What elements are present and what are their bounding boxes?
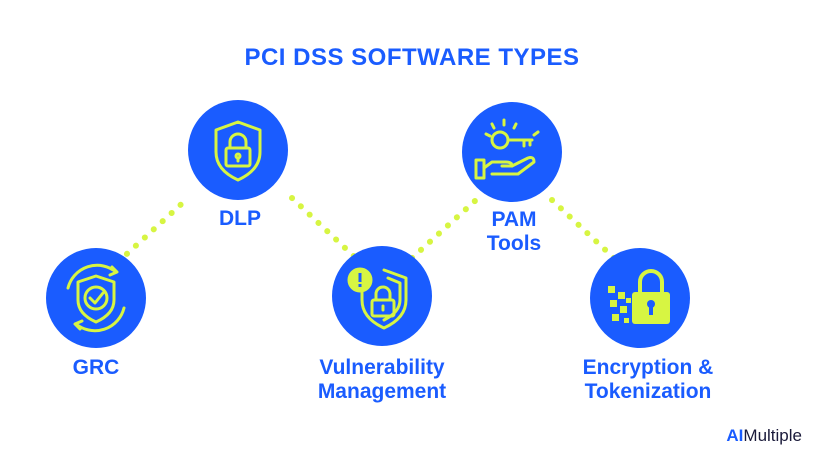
label-encryption-tokenization: Encryption & Tokenization (560, 356, 736, 404)
diagram-title: PCI DSS SOFTWARE TYPES (244, 44, 580, 71)
node-pam-tools (462, 102, 562, 202)
label-grc: GRC (66, 356, 126, 380)
node-encryption-tokenization (590, 248, 690, 348)
node-vulnerability-management (332, 246, 432, 346)
shield-check-icon (66, 263, 126, 333)
node-dlp (188, 100, 288, 200)
connector-grc-dlp (115, 195, 191, 265)
label-pam-line1: PAM (491, 208, 537, 231)
connector-pam-encryption (549, 197, 617, 261)
shield-warning-lock-icon (347, 267, 408, 330)
brand-logo: AIMultiple (726, 426, 802, 446)
connector-dlp-vuln (289, 195, 363, 265)
shield-lock-icon (214, 120, 262, 182)
label-vulnerability-management: Vulnerability Management (292, 356, 472, 404)
brand-prefix: AI (726, 426, 744, 445)
connector-vuln-pam (409, 197, 479, 261)
label-vulnerability-line2: Management (317, 380, 447, 403)
key-hand-icon (474, 118, 540, 180)
label-pam-tools: PAM Tools (470, 208, 558, 256)
label-encryption-line1: Encryption & (582, 356, 714, 379)
label-dlp: DLP (200, 207, 280, 231)
pixel-lock-icon (608, 269, 670, 324)
label-dlp-text: DLP (219, 207, 261, 230)
label-vulnerability-line1: Vulnerability (319, 356, 445, 379)
brand-suffix: Multiple (743, 426, 802, 445)
label-grc-text: GRC (72, 356, 120, 379)
node-grc (46, 248, 146, 348)
label-pam-line2: Tools (486, 232, 542, 255)
label-encryption-line2: Tokenization (584, 380, 712, 403)
